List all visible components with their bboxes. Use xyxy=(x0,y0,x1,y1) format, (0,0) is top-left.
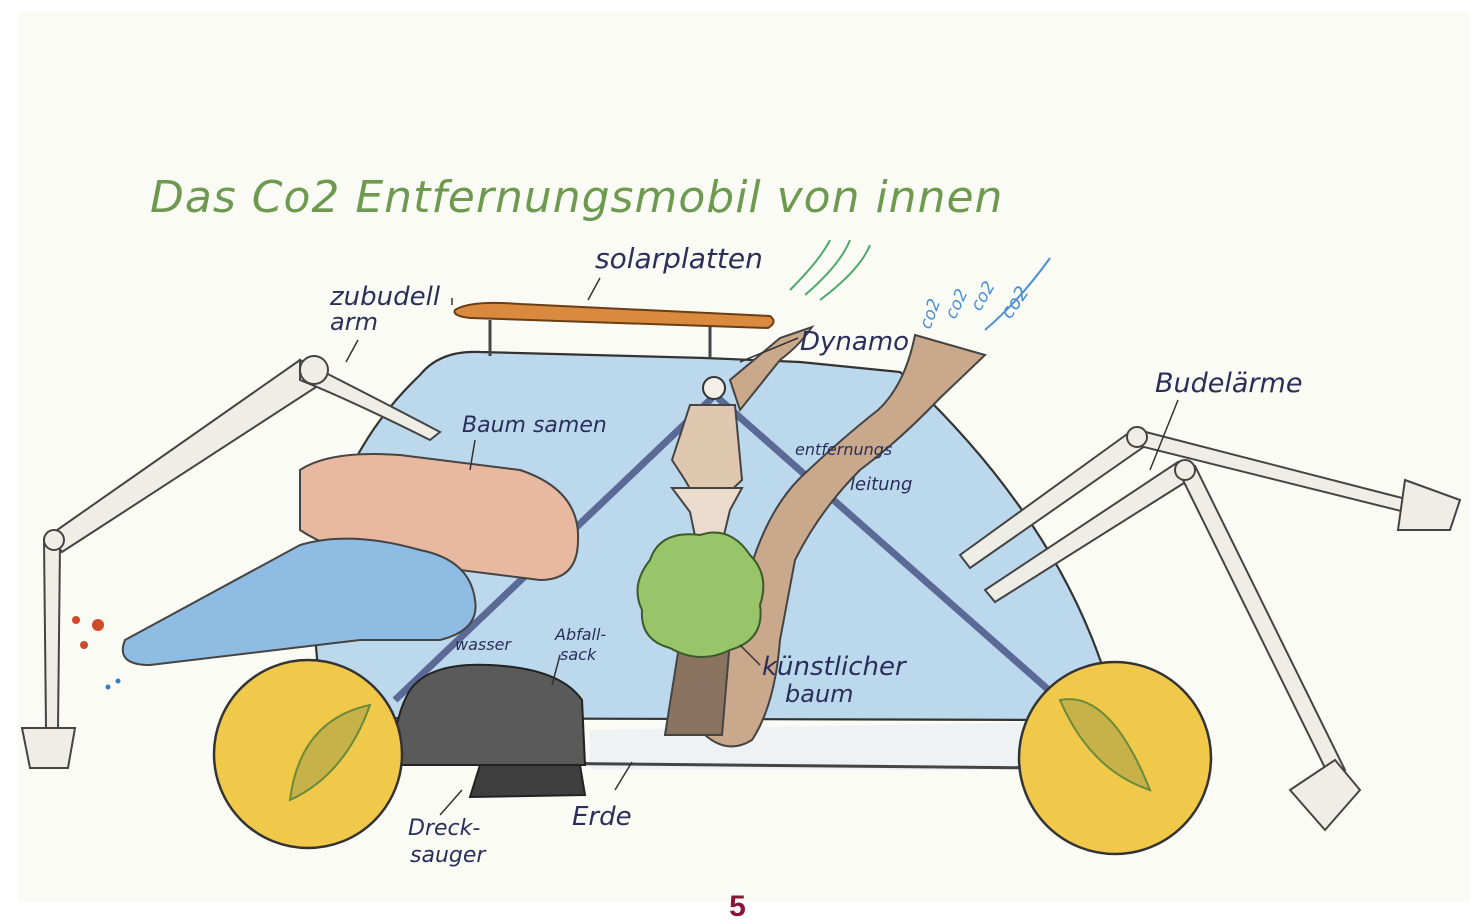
label-digging-arms: Budelärme xyxy=(1155,368,1302,399)
leader-line xyxy=(440,790,462,815)
leader-line xyxy=(346,340,358,362)
left-arm-upper xyxy=(50,360,330,552)
oxygen-stream xyxy=(790,240,870,300)
water-drop xyxy=(116,679,121,684)
right-arm-1-joint xyxy=(1127,427,1147,447)
seed-drop xyxy=(80,641,88,649)
left-shoulder-joint xyxy=(300,356,328,384)
label-waste-sack: Abfall- xyxy=(554,625,606,644)
right-arm-2-joint xyxy=(1175,460,1195,480)
drawing-title: Das Co2 Entfernungsmobil von innen xyxy=(150,172,1003,223)
label-solar-panels: solarplatten xyxy=(595,242,763,275)
left-arm-joint xyxy=(44,530,64,550)
seed-drop xyxy=(72,616,80,624)
soil-strip xyxy=(590,722,1040,770)
left-arm-lower xyxy=(44,540,60,728)
co2-label: co2 xyxy=(967,278,1000,314)
label-artificial-tree-2: baum xyxy=(785,680,854,708)
seed-drop xyxy=(92,619,104,631)
leader-line xyxy=(588,278,600,300)
label-digging-arm-2: arm xyxy=(330,308,378,336)
label-waste-sack-2: sack xyxy=(560,645,597,664)
tree-crown xyxy=(638,533,764,658)
label-dynamo: Dynamo xyxy=(800,327,909,357)
water-drop xyxy=(106,685,111,690)
right-bucket-2 xyxy=(1290,760,1360,830)
co2-label: co2 xyxy=(996,282,1034,323)
label-dirt-vacuum: Dreck- xyxy=(408,816,480,841)
label-water: wasser xyxy=(455,635,512,654)
label-dirt-vacuum-2: sauger xyxy=(410,843,487,868)
left-bucket xyxy=(22,728,75,768)
label-tree-seeds: Baum samen xyxy=(462,413,607,438)
label-removal-pipe-2: leitung xyxy=(850,474,912,495)
label-artificial-tree: künstlicher xyxy=(762,652,908,682)
label-removal-pipe: entfernungs xyxy=(795,440,892,459)
solar-panel xyxy=(455,303,774,328)
top-joint xyxy=(703,377,725,399)
waste-sack xyxy=(395,665,585,765)
page-number: 5 xyxy=(0,892,1475,922)
right-bucket-1 xyxy=(1398,480,1460,530)
label-soil: Erde xyxy=(572,802,632,832)
dirt-vacuum xyxy=(470,765,585,797)
